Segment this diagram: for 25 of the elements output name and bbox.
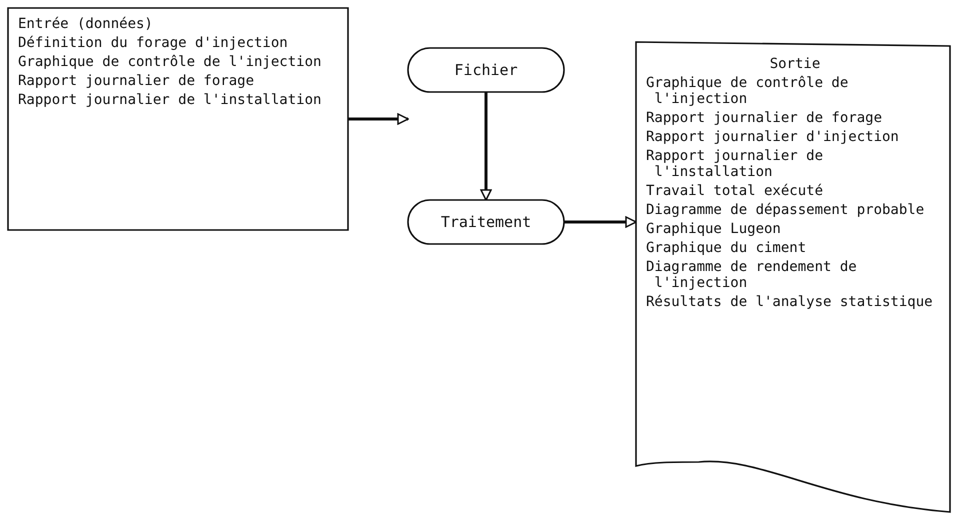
arrow <box>348 113 409 125</box>
list-item: Graphique Lugeon <box>646 221 782 237</box>
arrow <box>564 216 637 228</box>
list-item: Diagramme de rendement de l'injection <box>646 259 858 291</box>
process-box <box>408 48 564 92</box>
list-item: Rapport journalier de forage <box>18 73 256 89</box>
list-item: Graphique du ciment <box>646 240 808 256</box>
box-heading: Sortie <box>768 56 822 72</box>
list-item: Résultats de l'analyse statistique <box>646 294 934 310</box>
process-label: Traitement <box>440 214 532 230</box>
list-item: Graphique de contrôle de l'injection <box>646 75 850 107</box>
list-item: Rapport journalier de forage <box>646 110 884 126</box>
list-item: Graphique de contrôle de l'injection <box>18 54 322 70</box>
process-label: Fichier <box>454 62 518 78</box>
process-box <box>408 200 564 244</box>
list-item: Rapport journalier de l'installation <box>18 92 322 108</box>
box-heading: Entrée (données) <box>18 16 154 32</box>
document-shape <box>636 42 950 512</box>
list-item: Diagramme de dépassement probable <box>646 202 926 218</box>
list-item: Travail total exécuté <box>646 183 824 199</box>
list-item: Rapport journalier de l'installation <box>646 148 824 180</box>
arrow <box>480 92 492 201</box>
input-box <box>8 8 348 230</box>
list-item: Rapport journalier d'injection <box>646 129 900 145</box>
list-item: Définition du forage d'injection <box>18 35 289 51</box>
